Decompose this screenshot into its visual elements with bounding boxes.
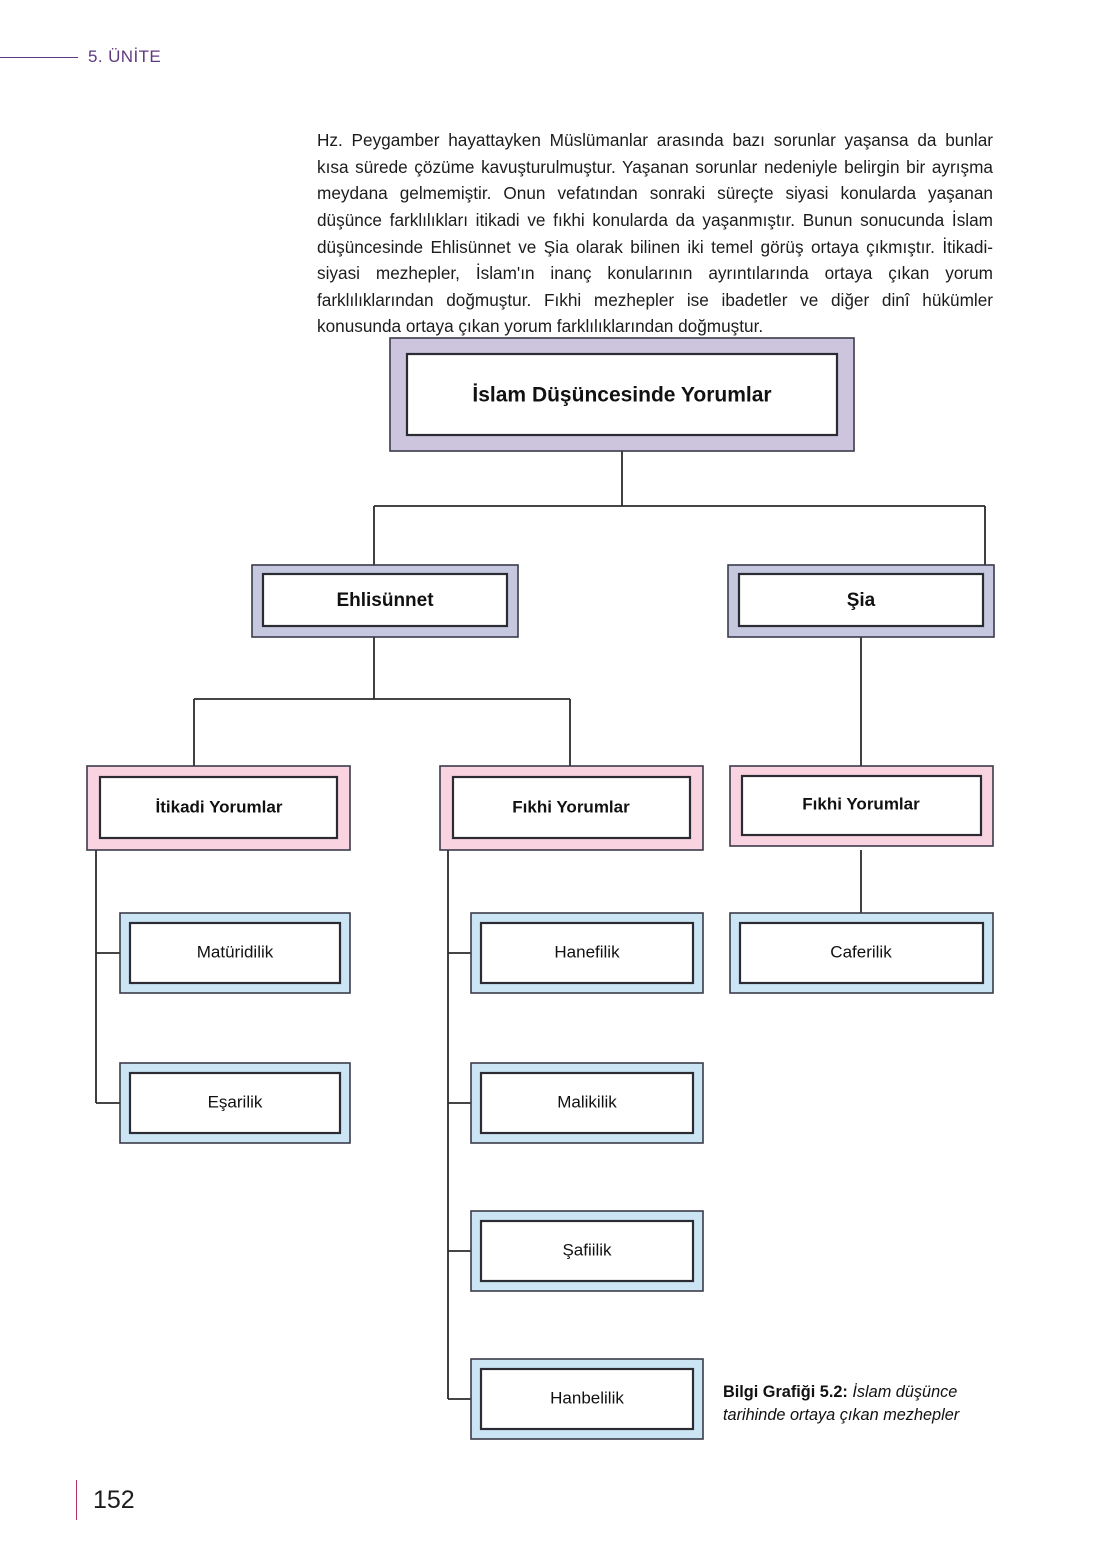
- node-fikhi-sunni-shell: [439, 765, 704, 851]
- node-esarilik-label: Eşarilik: [208, 1092, 263, 1111]
- node-hanbelilik[interactable]: Hanbelilik: [470, 1358, 704, 1440]
- node-itikadi-label: İtikadi Yorumlar: [156, 797, 283, 816]
- node-malikilik[interactable]: Malikilik: [470, 1062, 704, 1144]
- unit-header: 5. ÜNİTE: [0, 42, 400, 72]
- node-ehlisunnet-shell: [251, 564, 519, 638]
- node-safiilik[interactable]: Şafiilik: [470, 1210, 704, 1292]
- node-malikilik-label: Malikilik: [557, 1092, 617, 1111]
- node-sia[interactable]: Şia: [727, 564, 995, 638]
- figure-caption-text: İslam düşünce tarihinde ortaya çıkan mez…: [723, 1383, 960, 1424]
- node-root-label: İslam Düşüncesinde Yorumlar: [472, 384, 771, 407]
- node-fikhi-shia-inner: [740, 774, 983, 837]
- node-itikadi-inner: [98, 775, 339, 840]
- node-hanbelilik-shell: [470, 1358, 704, 1440]
- node-hanefilik-shell: [470, 912, 704, 994]
- node-ehlisunnet-inner: [261, 572, 509, 628]
- page-number: 152: [93, 1485, 135, 1514]
- node-maturidilik-label: Matüridilik: [197, 942, 274, 961]
- node-hanefilik-label: Hanefilik: [554, 942, 620, 961]
- node-fikhi-yorumlar-shia[interactable]: Fıkhi Yorumlar: [729, 765, 994, 847]
- node-maturidilik-shell: [119, 912, 351, 994]
- node-caferilik-inner: [738, 921, 985, 985]
- node-sia-inner: [737, 572, 985, 628]
- node-maturidilik[interactable]: Matüridilik: [119, 912, 351, 994]
- node-maturidilik-inner: [128, 921, 342, 985]
- node-ehlisunnet[interactable]: Ehlisünnet: [251, 564, 519, 638]
- node-itikadi-yorumlar[interactable]: İtikadi Yorumlar: [86, 765, 351, 851]
- node-fikhi-sunni-label: Fıkhi Yorumlar: [512, 797, 630, 816]
- node-safiilik-inner: [479, 1219, 695, 1283]
- node-caferilik-label: Caferilik: [830, 942, 892, 961]
- node-caferilik[interactable]: Caferilik: [729, 912, 994, 994]
- unit-label: 5. ÜNİTE: [88, 47, 162, 66]
- node-hanefilik-inner: [479, 921, 695, 985]
- body-paragraph: Hz. Peygamber hayattayken Müslümanlar ar…: [317, 130, 993, 337]
- figure-caption: Bilgi Grafiği 5.2: İslam düşünce tarihin…: [723, 1381, 1001, 1427]
- node-hanefilik[interactable]: Hanefilik: [470, 912, 704, 994]
- node-fikhi-shia-label: Fıkhi Yorumlar: [802, 794, 920, 813]
- page-footer-rule: [76, 1480, 77, 1520]
- node-root-inner: [405, 352, 839, 437]
- node-hanbelilik-label: Hanbelilik: [550, 1388, 624, 1407]
- node-hanbelilik-inner: [479, 1367, 695, 1431]
- node-sia-label: Şia: [847, 590, 876, 611]
- unit-header-rule: [0, 56, 78, 58]
- page-footer: 152: [76, 1478, 135, 1522]
- node-malikilik-inner: [479, 1071, 695, 1135]
- node-safiilik-label: Şafiilik: [562, 1240, 612, 1259]
- node-esarilik[interactable]: Eşarilik: [119, 1062, 351, 1144]
- node-safiilik-shell: [470, 1210, 704, 1292]
- node-malikilik-shell: [470, 1062, 704, 1144]
- node-root-shell: [389, 337, 855, 452]
- figure-caption-label: Bilgi Grafiği 5.2:: [723, 1383, 848, 1401]
- node-itikadi-shell: [86, 765, 351, 851]
- node-fikhi-yorumlar-sunni[interactable]: Fıkhi Yorumlar: [439, 765, 704, 851]
- node-caferilik-shell: [729, 912, 994, 994]
- node-sia-shell: [727, 564, 995, 638]
- node-esarilik-inner: [128, 1071, 342, 1135]
- node-ehlisunnet-label: Ehlisünnet: [336, 590, 434, 611]
- node-root[interactable]: İslam Düşüncesinde Yorumlar: [389, 337, 855, 452]
- diagram-connectors: [95, 451, 986, 1400]
- node-esarilik-shell: [119, 1062, 351, 1144]
- node-fikhi-sunni-inner: [451, 775, 692, 840]
- node-fikhi-shia-shell: [729, 765, 994, 847]
